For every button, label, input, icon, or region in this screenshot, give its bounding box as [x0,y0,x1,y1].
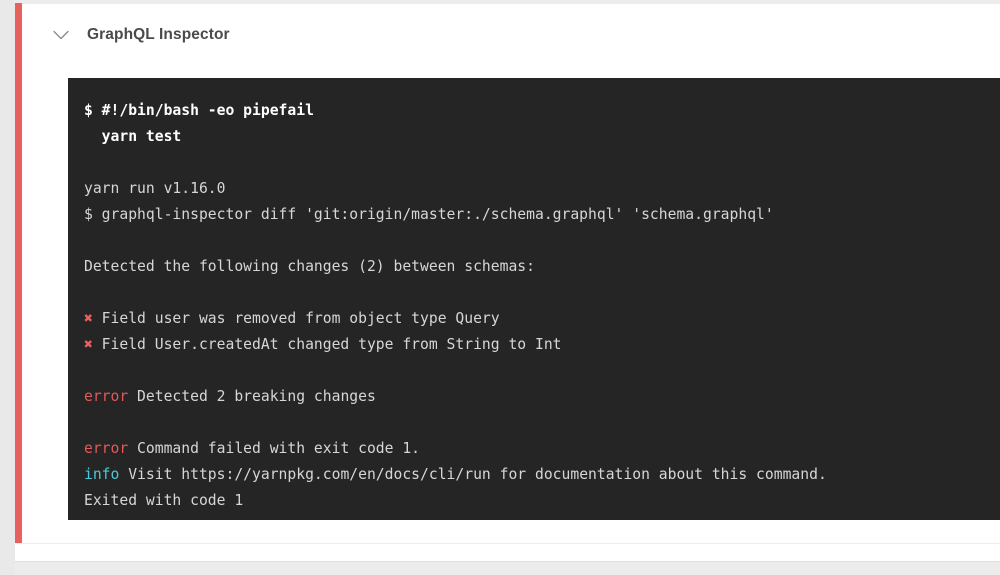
log-command-text: yarn test [84,128,182,145]
chevron-down-icon[interactable] [50,24,72,46]
log-line-text: Command failed with exit code 1. [128,440,421,457]
log-level-label: info [84,466,120,483]
log-line-command: yarn test [84,124,1000,150]
log-line-output: $ graphql-inspector diff 'git:origin/mas… [84,206,774,223]
log-line-breaking-change: ✖ Field user was removed from object typ… [84,306,1000,332]
log-line-output: yarn run v1.16.0 [84,180,226,197]
log-line-blank [84,150,1000,176]
log-command-text: $ #!/bin/bash -eo pipefail [84,102,314,119]
log-line-blank [84,358,1000,384]
log-line-output: Detected the following changes (2) betwe… [84,258,535,275]
log-line-command: $ #!/bin/bash -eo pipefail [84,98,1000,124]
log-line-blank [84,410,1000,436]
job-separator [15,543,1000,544]
log-output: $ #!/bin/bash -eo pipefail yarn test yar… [84,98,1000,514]
log-line-info: info Visit https://yarnpkg.com/en/docs/c… [84,462,1000,488]
log-line-text: Detected 2 breaking changes [128,388,376,405]
job-header[interactable]: GraphQL Inspector [50,18,230,52]
job-title: GraphQL Inspector [87,26,230,44]
log-line-text: Field User.createdAt changed type from S… [92,336,562,353]
log-line-text: Field user was removed from object type … [92,310,500,327]
log-line-error: error Detected 2 breaking changes [84,384,1000,410]
log-line-output: Exited with code 1 [84,492,244,509]
error-mark-icon: ✖ [84,310,93,327]
log-line-breaking-change: ✖ Field User.createdAt changed type from… [84,332,1000,358]
job-status-accent-bar [15,3,22,543]
card-bottom-edge [15,561,1000,562]
build-log-console[interactable]: $ #!/bin/bash -eo pipefail yarn test yar… [68,78,1000,520]
log-level-label: error [84,388,129,405]
log-line-blank [84,280,1000,306]
log-line-text: Visit https://yarnpkg.com/en/docs/cli/ru… [119,466,827,483]
log-line-blank [84,228,1000,254]
top-strip [0,0,1000,4]
left-gutter [0,0,15,575]
log-line-error: error Command failed with exit code 1. [84,436,1000,462]
log-level-label: error [84,440,129,457]
error-mark-icon: ✖ [84,336,93,353]
